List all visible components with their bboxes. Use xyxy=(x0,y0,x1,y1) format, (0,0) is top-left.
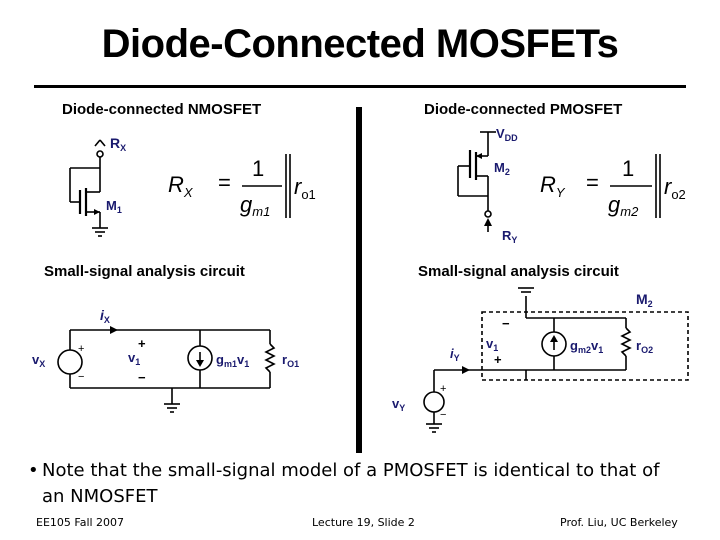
svg-text:vX: vX xyxy=(32,352,45,369)
vx-label: v xyxy=(32,352,40,367)
formula-par: r xyxy=(294,174,303,199)
bullet-dot: • xyxy=(28,460,39,481)
v1-label: v xyxy=(128,350,136,365)
ix-label: i xyxy=(100,307,105,323)
svg-text:+: + xyxy=(494,352,502,367)
svg-text:v1: v1 xyxy=(486,336,498,353)
pmos-diode-schematic: VDD M2 RY xyxy=(457,126,518,245)
svg-text:ro2: ro2 xyxy=(664,174,686,202)
vy-label: v xyxy=(392,396,400,411)
svg-text:+: + xyxy=(138,336,146,351)
svg-text:gm1: gm1 xyxy=(240,192,270,219)
svg-text:v1: v1 xyxy=(128,350,140,367)
svg-text:=: = xyxy=(218,170,231,195)
svg-text:rO1: rO1 xyxy=(282,352,299,369)
formula-par: r xyxy=(664,174,673,199)
svg-text:+: + xyxy=(440,383,446,395)
svg-text:RX: RX xyxy=(110,135,126,153)
pmos-formula: RY = 1 gm2 ro2 xyxy=(540,154,686,219)
pmos-analysis-heading: Small-signal analysis circuit xyxy=(418,263,619,280)
svg-text:gm2: gm2 xyxy=(608,192,639,219)
column-divider xyxy=(356,107,362,453)
svg-text:=: = xyxy=(586,170,599,195)
svg-text:gm2v1: gm2v1 xyxy=(570,338,603,355)
gm-label: g xyxy=(216,352,224,367)
nmos-analysis-heading: Small-signal analysis circuit xyxy=(44,263,245,280)
title-underline xyxy=(34,85,686,88)
svg-text:−: − xyxy=(440,409,446,421)
nmos-heading: Diode-connected NMOSFET xyxy=(62,101,262,118)
svg-text:+: + xyxy=(78,343,84,355)
footer-course: EE105 Fall 2007 xyxy=(36,516,125,529)
bullet-text: Note that the small-signal model of a PM… xyxy=(42,460,660,507)
iy-label: i xyxy=(450,346,454,361)
svg-text:−: − xyxy=(78,371,84,383)
footer-slide-number: Lecture 19, Slide 2 xyxy=(312,516,415,529)
formula-denominator: g xyxy=(240,192,253,217)
svg-text:−: − xyxy=(502,316,510,331)
slide-title: Diode-Connected MOSFETs xyxy=(101,22,619,66)
bullet-note: • Note that the small-signal model of a … xyxy=(28,458,682,510)
m2-ss-label: M xyxy=(636,291,648,307)
nmos-diode-schematic: RX M1 xyxy=(69,135,126,237)
svg-text:VDD: VDD xyxy=(496,126,518,143)
svg-text:iX: iX xyxy=(100,307,110,325)
svg-text:ro1: ro1 xyxy=(294,174,316,202)
svg-text:RY: RY xyxy=(502,228,517,245)
formula-lhs: R xyxy=(540,172,556,197)
svg-text:RX: RX xyxy=(168,172,194,200)
nmos-small-signal-circuit: iX vX + − + v1 − gm1v1 rO1 xyxy=(32,307,299,413)
svg-text:−: − xyxy=(138,370,146,385)
footer-author: Prof. Liu, UC Berkeley xyxy=(560,516,678,529)
formula-numerator: 1 xyxy=(622,156,634,181)
svg-text:vY: vY xyxy=(392,396,405,413)
formula-numerator: 1 xyxy=(252,156,264,181)
nmos-formula: RX = 1 gm1 ro1 xyxy=(168,154,316,219)
svg-text:gm1v1: gm1v1 xyxy=(216,352,249,369)
pmos-heading: Diode-connected PMOSFET xyxy=(424,101,623,118)
svg-text:RY: RY xyxy=(540,172,566,200)
formula-denominator: g xyxy=(608,192,621,217)
ry-label: R xyxy=(502,228,512,243)
svg-text:M2: M2 xyxy=(494,160,510,177)
svg-text:M2: M2 xyxy=(636,291,653,309)
ro-ss-label: r xyxy=(636,338,641,353)
ro-label: r xyxy=(282,352,287,367)
v1-ss-label: v xyxy=(486,336,494,351)
svg-text:M1: M1 xyxy=(106,198,122,215)
rx-label: R xyxy=(110,135,120,151)
pmos-small-signal-circuit: M2 iY vY + − − v1 + gm2v1 rO2 xyxy=(392,287,689,433)
vdd-label: V xyxy=(496,126,505,141)
m2-label: M xyxy=(494,160,505,175)
m1-label: M xyxy=(106,198,117,213)
formula-lhs: R xyxy=(168,172,184,197)
svg-text:rO2: rO2 xyxy=(636,338,653,355)
svg-text:iY: iY xyxy=(450,346,460,363)
gm-ss-label: g xyxy=(570,338,578,353)
